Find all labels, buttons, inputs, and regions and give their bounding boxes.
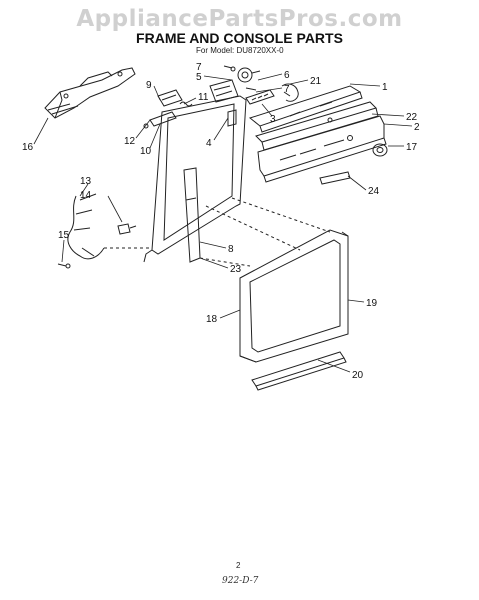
part-23-gasket-strip <box>183 167 201 263</box>
part-24-nameplate <box>319 171 351 185</box>
callout-21: 21 <box>310 76 322 87</box>
part-14-connector <box>117 223 137 235</box>
callout-6: 6 <box>284 70 290 81</box>
part-21-wire-harness <box>281 83 299 102</box>
part-19-outer-door-panel <box>239 229 349 363</box>
part-9-latch <box>157 89 183 107</box>
part-5-switch <box>209 79 239 103</box>
part-6-knob <box>237 67 261 83</box>
part-22-control-panel <box>255 101 379 151</box>
watermark: AppliancePartsPros.com <box>76 6 403 32</box>
model-subtitle: For Model: DU8720XX-0 <box>196 46 284 55</box>
callout-7a: 7 <box>196 62 202 73</box>
callout-16: 16 <box>22 142 34 153</box>
handwritten-note: 922-D-7 <box>222 576 259 586</box>
part-8-door-frame <box>143 95 247 263</box>
callout-7b: 7 <box>284 84 290 95</box>
callout-5: 5 <box>196 72 202 83</box>
callout-13: 13 <box>80 176 92 187</box>
callout-17: 17 <box>406 142 418 153</box>
callout-1: 1 <box>382 82 388 93</box>
part-10-12-strike <box>143 111 177 129</box>
part-20-trim-strip <box>251 351 347 391</box>
part-13-wire-harness <box>67 193 105 260</box>
part-3-switch-strip <box>245 89 275 105</box>
callout-18: 18 <box>206 314 218 325</box>
callout-9: 9 <box>146 80 152 91</box>
callout-20: 20 <box>352 370 364 381</box>
callout-14: 14 <box>80 190 92 201</box>
callout-19: 19 <box>366 298 378 309</box>
callout-24: 24 <box>368 186 380 197</box>
part-11-spring <box>179 101 193 107</box>
leader-lines <box>33 73 413 373</box>
part-17-knob <box>372 143 388 157</box>
callout-8: 8 <box>228 244 234 255</box>
callout-2: 2 <box>414 122 420 133</box>
callout-11: 11 <box>198 92 209 103</box>
part-15-screw <box>57 263 71 269</box>
callout-22: 22 <box>406 112 418 123</box>
callout-23: 23 <box>230 264 242 275</box>
part-1-console-panel <box>248 85 363 133</box>
part-7-screw <box>223 65 257 91</box>
callout-15: 15 <box>58 230 70 241</box>
part-16-bracket <box>44 67 136 119</box>
callout-3: 3 <box>270 114 276 125</box>
diagram-title: FRAME AND CONSOLE PARTS <box>136 30 343 46</box>
part-2-console-base <box>257 115 387 183</box>
callout-10: 10 <box>140 146 152 157</box>
callout-12: 12 <box>124 136 136 147</box>
alignment-lines <box>104 197 331 267</box>
callout-4: 4 <box>206 138 212 149</box>
page-number: 2 <box>236 561 241 570</box>
